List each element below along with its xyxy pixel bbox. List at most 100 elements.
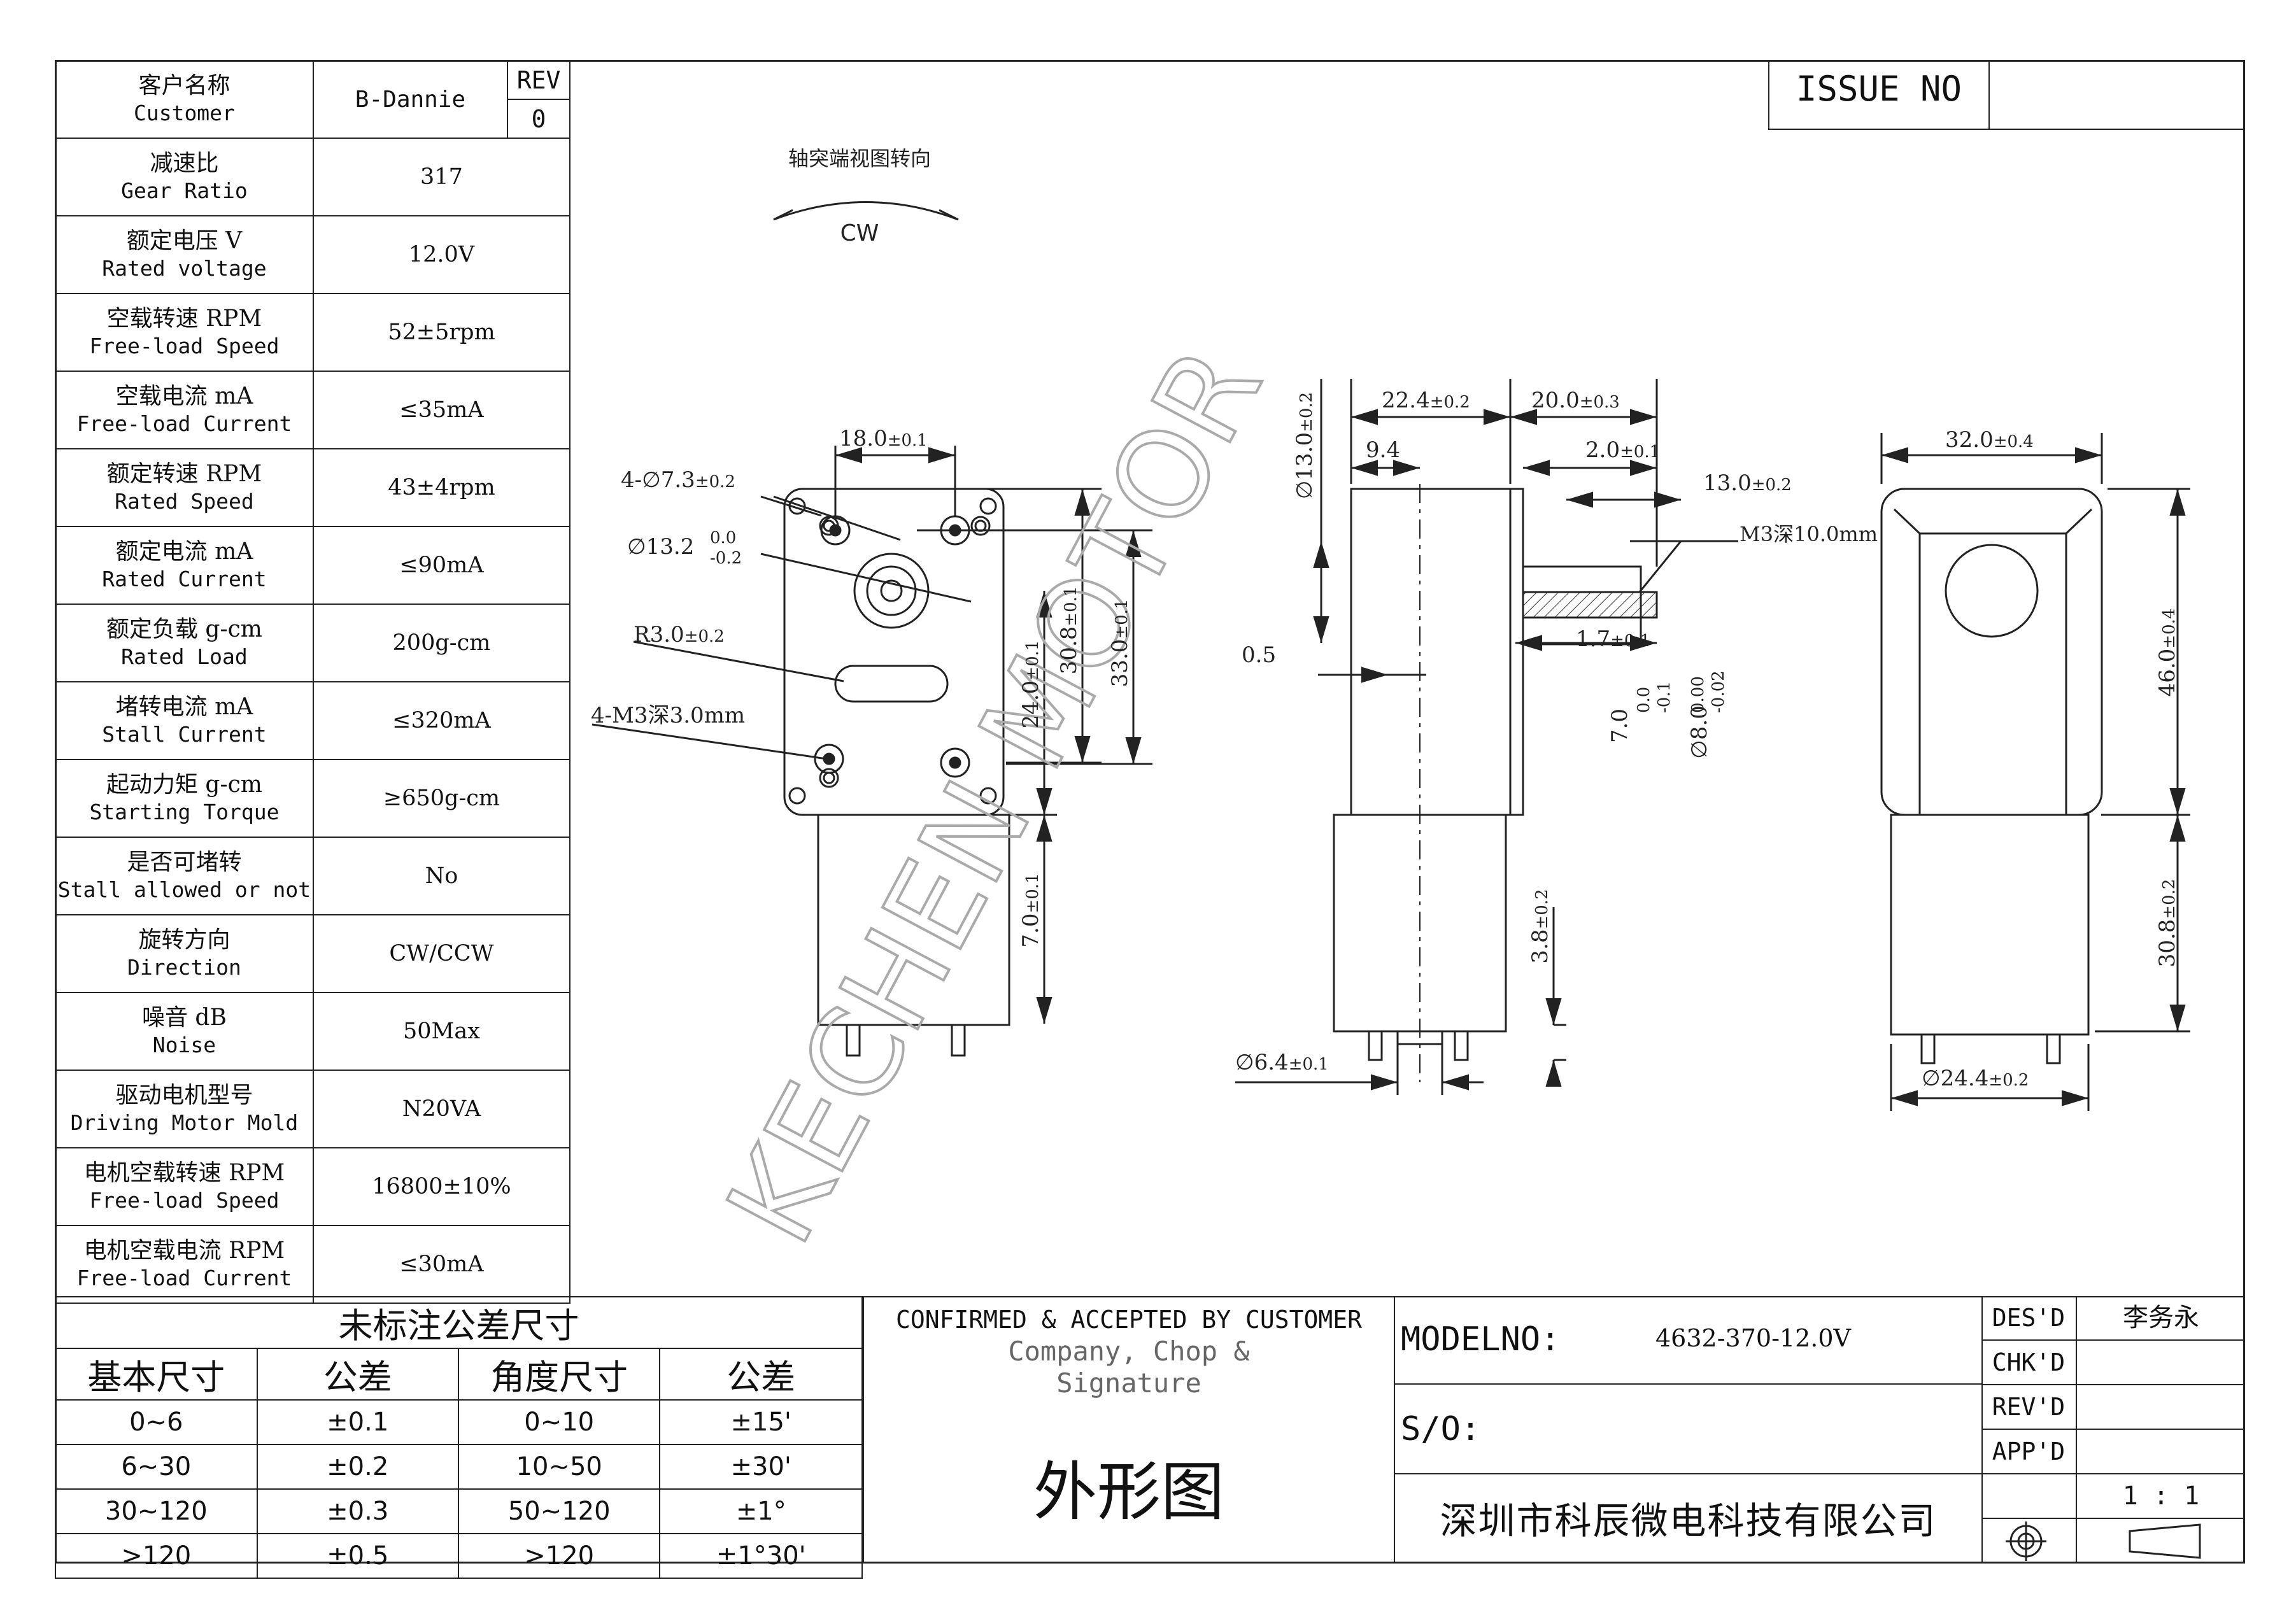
end-gearbox-body (1880, 488, 2103, 816)
dim-24-4-label: ∅24.4±0.2 (1922, 1066, 2029, 1091)
scale-value: 1 : 1 (2077, 1474, 2245, 1519)
dim-shaft-tol-dn: -0.02 (1709, 670, 1728, 713)
slot-r3 (834, 665, 949, 703)
tolerance-cell: ±15' (659, 1399, 863, 1445)
spec-label-cn: 空载转速 RPM (106, 306, 262, 332)
customer-label-cell: 客户名称 Customer (55, 60, 314, 139)
spec-label-en: Free-load Speed (89, 1188, 280, 1213)
spec-value: 52±5rpm (312, 293, 571, 372)
dim-0-5-label: 0.5 (1242, 642, 1276, 668)
spec-label-en: Rated Speed (115, 489, 254, 514)
dim-30-8-label: 30.8±0.1 (1056, 586, 1082, 675)
spec-label-cn: 额定电压 V (126, 228, 243, 254)
dim-bore-tol-up: 0.0 (710, 528, 736, 547)
spec-value: 50Max (312, 992, 571, 1071)
side-gearbox-body (1350, 488, 1512, 816)
signoff-grid: DES'D 李务永 CHK'D REV'D APP'D 1 : 1 (1981, 1296, 2245, 1564)
rev-d-value (2077, 1385, 2245, 1430)
spec-value: ≤90mA (312, 526, 571, 605)
spec-value: 200g-cm (312, 604, 571, 682)
dim-7-label: 7.0±0.1 (1018, 873, 1044, 947)
tolerance-cell: 30~120 (55, 1488, 258, 1534)
spec-value: ≥650g-cm (312, 759, 571, 838)
customer-label-en: Customer (133, 101, 235, 125)
spec-label-cn: 噪音 dB (141, 1005, 227, 1031)
dim-shaft-dia-label: ∅8.0 (1687, 705, 1712, 759)
dim-radius-label: R3.0±0.2 (634, 622, 725, 647)
chk-label: CHK'D (1981, 1341, 2077, 1385)
dim-7-flat-tol-dn: -0.1 (1655, 681, 1674, 713)
spec-label-en: Gear Ratio (121, 178, 248, 203)
dim-9-4-label: 9.4 (1366, 437, 1400, 463)
tolerance-header-tol: 公差 (256, 1348, 459, 1401)
tolerance-cell: >120 (55, 1533, 258, 1579)
leader-holes (773, 495, 901, 541)
mount-hole-bl (814, 744, 844, 774)
spec-label-cn: 旋转方向 (138, 927, 230, 953)
drawing-labels: 轴突端视图转向 CW 18.0±0.1 4-∅7.3±0.2 ∅13.2 0.0… (591, 146, 2180, 1091)
dim-1-7-label: 1.7±0.1 (1576, 626, 1650, 652)
spec-value: 16800±10% (312, 1147, 571, 1226)
tolerance-title: 未标注公差尺寸 (55, 1296, 863, 1349)
dim-24-label: 24.0±0.1 (1018, 640, 1044, 729)
output-shaft (880, 579, 903, 602)
tolerance-cell: 0~6 (55, 1399, 258, 1445)
spec-value: 43±4rpm (312, 448, 571, 527)
mount-hole-br (940, 747, 970, 778)
customer-value: B-Dannie (312, 60, 509, 139)
spec-value: ≤320mA (312, 681, 571, 760)
corner-screw-tr (970, 516, 991, 536)
signoff-box (1981, 1296, 2245, 1564)
rotation-arc (773, 201, 959, 221)
spec-label-en: Stall allowed or not (57, 877, 311, 902)
spec-label-en: Direction (127, 955, 241, 980)
end-motor-body (1890, 814, 2090, 1036)
side-terminal-left (1368, 1030, 1383, 1061)
dim-shaft-tol-up: 0.00 (1689, 676, 1708, 713)
mount-hole-br-center (949, 756, 961, 769)
spec-value: No (312, 837, 571, 915)
spec-value: N20VA (312, 1070, 571, 1148)
scale-blank (1981, 1474, 2077, 1519)
drawing-type: 外形图 (1033, 1455, 1224, 1529)
confirm-line1: CONFIRMED & ACCEPTED BY CUSTOMER (895, 1306, 1363, 1334)
side-view (1235, 379, 1738, 1095)
dim-holes-label: 4-∅7.3±0.2 (621, 467, 735, 493)
end-terminal-right (2046, 1033, 2061, 1064)
rotation-indicator (773, 201, 959, 221)
projection-cell (1981, 1519, 2077, 1564)
spec-label-en: Free-load Speed (89, 334, 280, 358)
tolerance-cell: 6~30 (55, 1444, 258, 1490)
tolerance-cell: ±1°30' (659, 1533, 863, 1579)
dim-46-label: 46.0±0.4 (2155, 609, 2180, 697)
dim-32-label: 32.0±0.4 (1945, 427, 2034, 453)
dim-13-dia-label: ∅13.0±0.2 (1292, 392, 1317, 499)
end-output-boss (1945, 544, 2039, 638)
dim-13-label: 13.0±0.2 (1703, 470, 1792, 496)
side-shaft-hatch (1522, 591, 1658, 619)
tolerance-cell: 10~50 (457, 1444, 661, 1490)
confirm-line3: Signature (1056, 1367, 1201, 1399)
model-label: MODELNO: (1401, 1320, 1561, 1359)
company-name: 深圳市科辰微电科技有限公司 (1440, 1499, 1937, 1543)
tolerance-cell: ±0.5 (256, 1533, 459, 1579)
app-label: APP'D (1981, 1430, 2077, 1474)
